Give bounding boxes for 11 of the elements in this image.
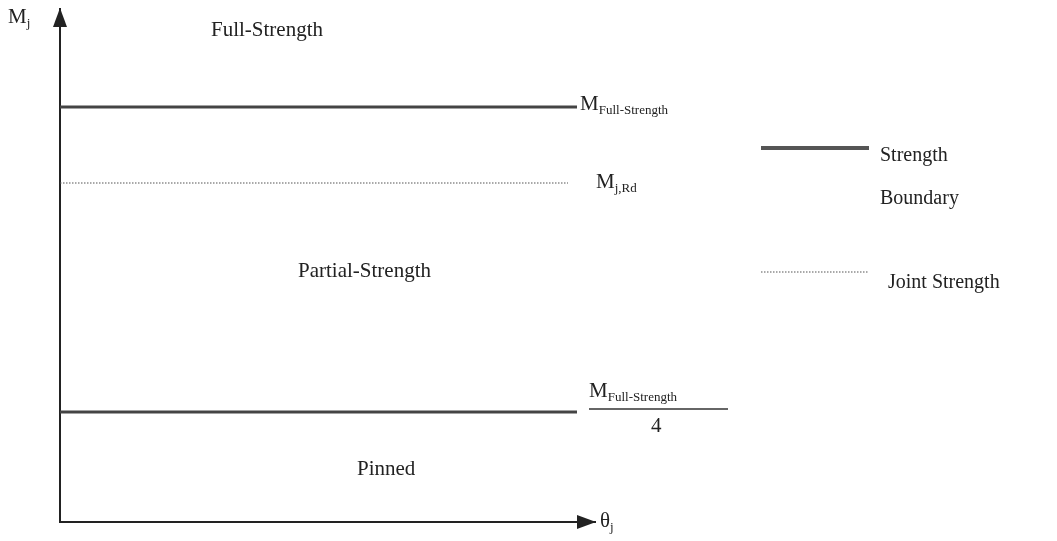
- axis-label: M$_{j}$: [8, 4, 31, 32]
- legend-label: Joint Strength: [888, 269, 1001, 295]
- line-label: M$_{j,Rd}$: [596, 169, 637, 197]
- line-label: 4: [651, 413, 662, 437]
- axis-label: θ$_{j}$: [600, 508, 614, 536]
- legend-label: Strength Boundary: [880, 142, 960, 211]
- line-label: M$_{Full-Strength}$: [589, 378, 678, 406]
- line-label: M$_{Full-Strength}$: [580, 91, 669, 119]
- region-label: Full-Strength: [211, 17, 323, 41]
- region-label: Partial-Strength: [298, 258, 431, 282]
- region-label: Pinned: [357, 456, 416, 480]
